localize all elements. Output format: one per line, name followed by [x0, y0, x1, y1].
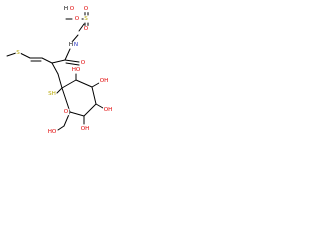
atom-label-backing	[83, 5, 90, 13]
atom-label-backing	[80, 59, 87, 67]
atom-ring-oxygen: O	[64, 109, 69, 115]
bond	[61, 79, 77, 89]
atom-label-backing	[71, 66, 82, 74]
atom-ring-bottom-hydroxyl: OH	[81, 126, 90, 132]
bond	[64, 48, 71, 61]
bond	[95, 103, 104, 109]
bond	[71, 34, 79, 43]
atom-ring-right-top-hydroxyl: OH	[100, 78, 109, 84]
atom-label-backing	[80, 125, 90, 133]
atom-label-backing	[83, 25, 90, 33]
atom-amide-hydrogen: H	[69, 42, 73, 48]
bond	[91, 86, 97, 105]
atom-label-backing	[69, 5, 76, 13]
atom-label-backing	[73, 41, 79, 49]
bond	[69, 111, 85, 117]
atom-label-backing	[47, 128, 58, 136]
atom-label-backing	[15, 49, 21, 57]
atom-label-backing	[68, 41, 74, 49]
bond	[51, 62, 59, 75]
atom-label-backing	[63, 5, 69, 13]
atom-label-backing	[83, 15, 89, 23]
bond	[83, 103, 97, 117]
atom-label-backing	[47, 90, 57, 98]
bond	[61, 87, 71, 113]
bond	[57, 73, 63, 89]
atom-sulfonyl-top-oxygen: O	[84, 6, 89, 12]
atom-amide-nitrogen: N	[74, 42, 78, 48]
atom-n-linker-oxygen: O	[75, 16, 80, 22]
atom-label-backing	[74, 15, 81, 23]
bond	[65, 62, 80, 66]
atom-label-backing	[103, 106, 113, 114]
molecule-structure: S H O S O O O H N O SH O HO OH OH OH HO	[6, 5, 113, 136]
atom-sulfonic-hydroxyl-oxygen: O	[70, 6, 75, 12]
bond	[75, 79, 93, 88]
atom-label-layer: S H O S O O O H N O SH O HO OH OH OH HO	[16, 6, 112, 135]
atom-ring-top-hydroxyl: HO	[72, 67, 81, 73]
atom-methylthio-sulfur: S	[16, 50, 20, 56]
bond	[41, 57, 53, 64]
atom-hydroxymethyl-oxygen: HO	[48, 129, 57, 135]
bond	[64, 59, 80, 63]
bond	[19, 52, 31, 59]
atom-ring-right-bottom-hydroxyl: OH	[104, 107, 113, 113]
atom-sulfonic-hydrogen: H	[64, 6, 68, 12]
bond	[51, 59, 66, 64]
atom-label-backing	[99, 77, 109, 85]
bond	[6, 52, 17, 57]
atom-label-backing	[63, 108, 70, 116]
bond	[57, 125, 65, 131]
atom-carbonyl-oxygen: O	[81, 60, 86, 66]
atom-sulfonyl-sulfur: S	[84, 16, 88, 22]
atom-thiol-sh: SH	[48, 91, 56, 97]
bond	[78, 23, 85, 32]
bond	[56, 87, 63, 94]
atom-sulfonyl-bottom-oxygen: O	[84, 26, 89, 32]
bond	[91, 82, 100, 88]
